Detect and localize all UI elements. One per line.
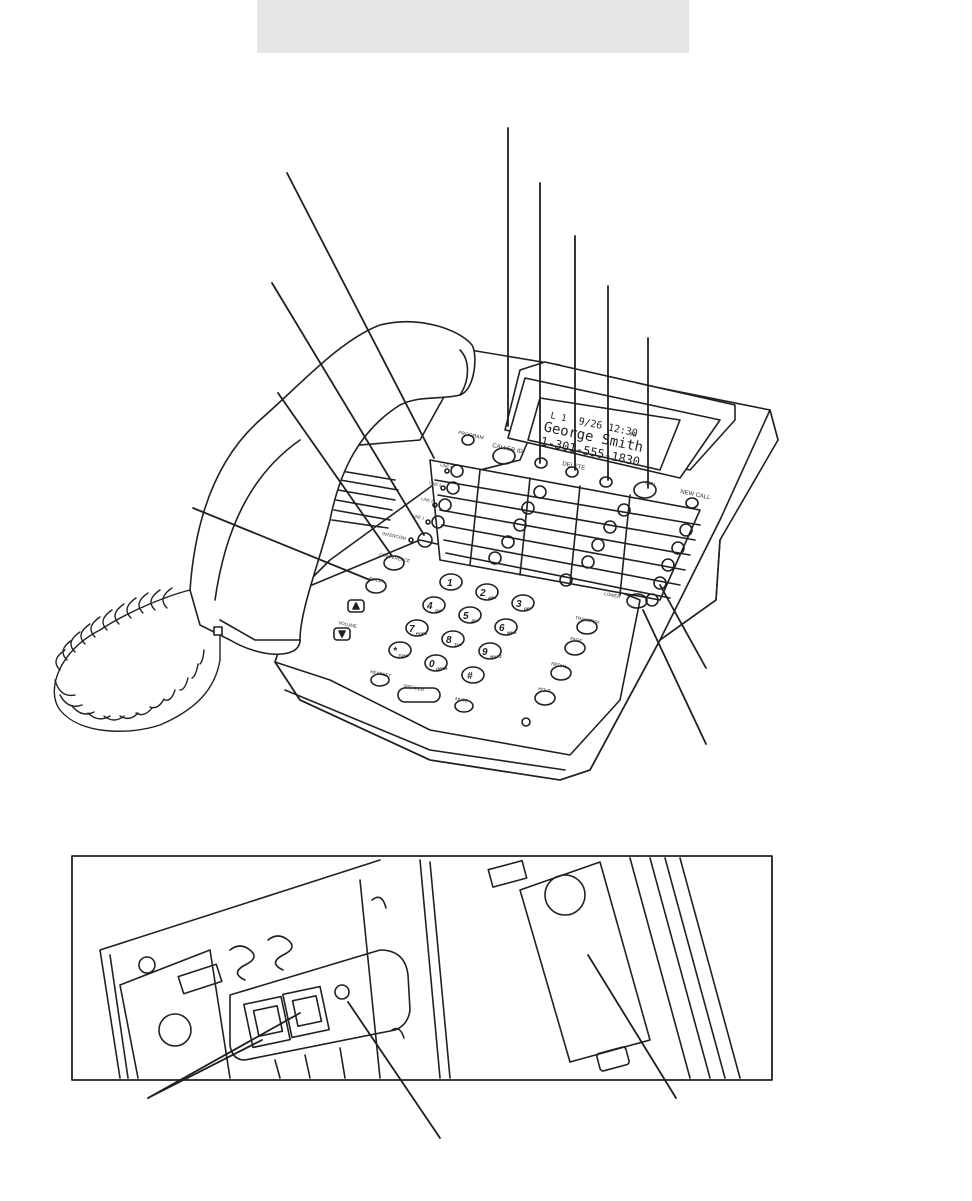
- label-mute: MUTE: [455, 696, 469, 704]
- label-flash: FLASH: [369, 576, 384, 584]
- label-line2: LINE 2: [421, 496, 435, 504]
- keypad-keys: [388, 573, 535, 684]
- label-line1: LINE 1: [412, 513, 426, 521]
- key-6-digit: 6: [499, 623, 505, 634]
- display-screen: [527, 397, 681, 471]
- key-7-digit: 7: [409, 624, 415, 635]
- memory-buttons: [488, 485, 693, 607]
- button-labels: PROGRAM CALLER ID DELETE DIAL NEW CALL L…: [338, 430, 712, 704]
- detail-frame: [71, 855, 773, 1081]
- coiled-cord: [53, 587, 221, 732]
- phone-base-bottom-lip: [274, 539, 721, 781]
- memory-grid-rows: [434, 479, 701, 599]
- key-1-digit: 1: [447, 578, 453, 589]
- key-2-letters: ABC: [487, 595, 497, 600]
- cord-jack: [213, 626, 223, 636]
- callout-lines-top: [192, 127, 707, 745]
- label-redial: REDIAL: [551, 661, 568, 669]
- right-function-buttons: [370, 593, 648, 727]
- speaker-grille: [331, 469, 399, 529]
- label-volume: VOLUME: [338, 620, 358, 629]
- label-program: PROGRAM: [458, 430, 485, 441]
- label-line4: LINE 4: [440, 462, 454, 470]
- left-function-buttons: [333, 555, 405, 641]
- key-8-letters: TUV: [454, 642, 462, 647]
- label-dial: DIAL: [645, 480, 657, 488]
- key-8-digit: 8: [446, 635, 452, 646]
- display-line: L 1: [549, 411, 567, 424]
- label-lower: LOWER: [604, 591, 622, 599]
- key-5-digit: 5: [463, 611, 469, 622]
- label-conference: CONFERENCE: [379, 552, 411, 563]
- title-box: [257, 0, 689, 53]
- key-0-letters: OPER: [436, 666, 447, 671]
- memory-grid-frame: [429, 459, 701, 601]
- key-star-letters: TONE: [398, 653, 409, 658]
- key-6-letters: MNO: [507, 630, 517, 635]
- key-7-letters: PQRS: [416, 631, 428, 636]
- label-headset: HEADSET: [370, 669, 392, 678]
- key-0-digit: 0: [429, 659, 435, 670]
- callout-lines-bottom: [147, 954, 677, 1139]
- handset-earpiece: [459, 349, 469, 396]
- line-buttons: [408, 464, 464, 548]
- label-hold: HOLD: [538, 686, 552, 694]
- key-4-letters: GHI: [435, 608, 443, 613]
- top-buttons: [461, 434, 699, 509]
- detail-underside: [99, 857, 741, 1079]
- handset-inner-line: [214, 439, 301, 641]
- key-hash-digit: #: [467, 671, 473, 682]
- label-transfer: TRANSFER: [575, 615, 600, 625]
- label-delete: DELETE: [562, 461, 586, 472]
- key-3-digit: 3: [516, 599, 522, 610]
- key-9-letters: WXYZ: [490, 654, 502, 659]
- key-star-digit: *: [393, 646, 398, 657]
- keypad-labels: 1 2 ABC 3 DEF 4 GHI 5 JKL 6 MNO 7 PQRS 8…: [393, 578, 533, 682]
- label-page: PAGE: [570, 636, 583, 643]
- phone-base-lower-edge: [284, 689, 566, 771]
- label-line3: LINE 3: [429, 480, 443, 488]
- display-ampm: PM: [630, 432, 637, 439]
- key-5-letters: JKL: [471, 618, 479, 623]
- key-9-digit: 9: [482, 647, 488, 658]
- key-3-letters: DEF: [524, 606, 533, 611]
- label-speaker: SPEAKER: [403, 683, 426, 692]
- key-4-digit: 4: [426, 601, 433, 612]
- key-2-digit: 2: [479, 588, 486, 599]
- label-intercom: INTERCOM: [382, 531, 407, 541]
